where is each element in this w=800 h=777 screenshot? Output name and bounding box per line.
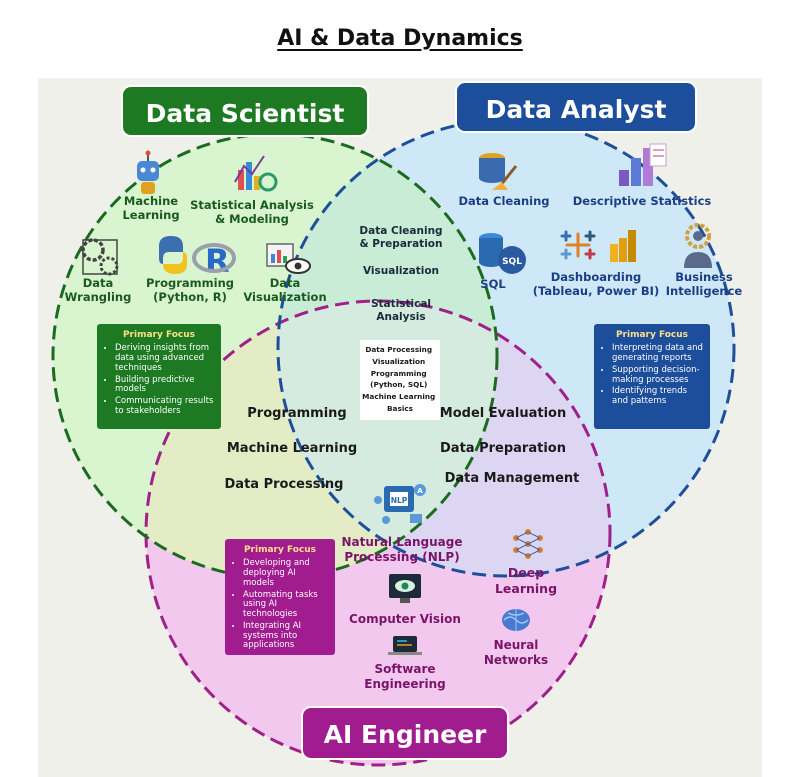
- focus-item: Integrating AI systems into applications: [243, 621, 329, 651]
- brain-icon: [502, 609, 530, 631]
- focus-item: Supporting decision-making processes: [612, 365, 704, 386]
- overlap-ae-item-3: Data Management: [445, 471, 580, 486]
- neural-mesh-icon: [513, 529, 543, 559]
- data-analyst-banner: [455, 81, 697, 133]
- focus-item: Automating tasks using AI technologies: [243, 590, 329, 620]
- overlap-sa-item-2: Visualization: [363, 265, 439, 277]
- da-skill-sql: SQL: [480, 277, 506, 291]
- overlap-ae-item-1: Model Evaluation: [440, 406, 566, 421]
- monitor-eye-icon: [389, 574, 421, 603]
- center-box: [360, 340, 440, 420]
- ae-skill-computer-vision: Computer Vision: [349, 612, 461, 626]
- focus-item: Developing and deploying AI models: [243, 558, 329, 588]
- ai-engineer-focus-box: Primary Focus Developing and deploying A…: [225, 539, 335, 655]
- data-analyst-focus-box: Primary Focus Interpreting data and gene…: [594, 324, 710, 429]
- focus-item: Identifying trends and patterns: [612, 387, 704, 407]
- ai-engineer-outline: [144, 299, 612, 767]
- data-analyst-focus-list: Interpreting data and generating reports…: [600, 344, 704, 407]
- gears-icon: [81, 238, 119, 276]
- focus-item: Communicating results to stakeholders: [115, 396, 215, 417]
- overlap-se-item-3: Data Processing: [225, 477, 344, 492]
- overlap-se-item-2: Machine Learning: [227, 441, 357, 456]
- svg-text:NLP: NLP: [391, 496, 408, 505]
- page-title-text: AI & Data Dynamics: [277, 26, 523, 51]
- ds-skill-statistical-analysis: Statistical Analysis& Modeling: [190, 198, 314, 226]
- robot-icon: [137, 150, 159, 194]
- svg-text:A: A: [417, 487, 423, 495]
- data-scientist-banner: [121, 85, 369, 137]
- overlap-ae-item-2: Data Preparation: [440, 441, 566, 456]
- da-skill-data-cleaning: Data Cleaning: [458, 194, 549, 208]
- da-skill-descriptive-statistics: Descriptive Statistics: [573, 194, 712, 208]
- venn-diagram-area: Data Scientist Data Analyst AI Engineer …: [38, 78, 762, 777]
- ai-engineer-banner: [301, 706, 509, 760]
- nlp-chip-icon: NLP A: [374, 484, 426, 524]
- ai-engineer-focus-title: Primary Focus: [243, 545, 317, 555]
- bar-chart-icon: [619, 143, 667, 186]
- ai-engineer-banner-text: AI Engineer: [324, 720, 487, 749]
- ds-skill-programming: Programming(Python, R): [146, 276, 234, 304]
- data-analyst-focus-title: Primary Focus: [615, 330, 689, 340]
- focus-item: Building predictive models: [115, 375, 215, 396]
- tableau-powerbi-icon: [560, 230, 636, 262]
- data-scientist-banner-text: Data Scientist: [146, 99, 345, 128]
- data-scientist-focus-list: Deriving insights from data using advanc…: [103, 343, 215, 417]
- focus-item: Deriving insights from data using advanc…: [115, 343, 215, 373]
- data-analyst-banner-text: Data Analyst: [486, 95, 667, 124]
- center-items: Data Processing Visualization Programmin…: [362, 345, 438, 413]
- eye-chart-icon: [266, 243, 311, 274]
- overlap-se-item-1: Programming: [247, 406, 346, 421]
- code-laptop-icon: [388, 636, 422, 655]
- sql-database-icon: SQL: [479, 233, 526, 274]
- person-gear-icon: [684, 223, 712, 268]
- ai-engineer-focus-list: Developing and deploying AI models Autom…: [231, 558, 329, 651]
- focus-item: Interpreting data and generating reports: [612, 344, 704, 364]
- data-scientist-focus-title: Primary Focus: [122, 330, 196, 340]
- svg-text:SQL: SQL: [502, 257, 522, 267]
- database-broom-icon: [479, 153, 518, 190]
- overlap-sa-item-1: Data Cleaning& Preparation: [359, 225, 442, 250]
- da-skill-dashboarding: Dashboarding(Tableau, Power BI): [533, 270, 659, 298]
- data-scientist-focus-box: Primary Focus Deriving insights from dat…: [97, 324, 221, 429]
- page-title: AI & Data Dynamics: [0, 26, 800, 51]
- python-r-icon: R: [159, 236, 236, 280]
- chart-icon: [234, 155, 278, 192]
